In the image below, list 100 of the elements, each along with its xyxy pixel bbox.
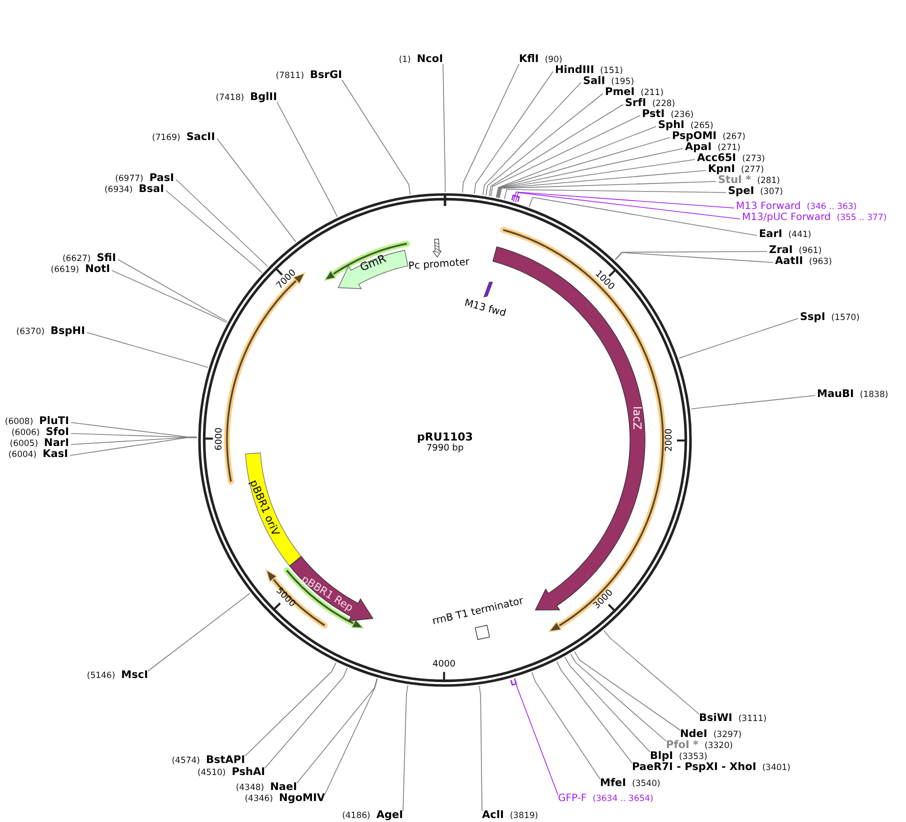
site-position: (7169) <box>152 132 180 144</box>
site-position: (6004) <box>8 449 37 461</box>
enzyme-site-label: SfiI <box>96 252 116 264</box>
enzyme-site-label: MscI <box>121 669 148 681</box>
leader-line <box>690 395 816 410</box>
leader-line <box>528 196 758 236</box>
site-position: (307) <box>760 186 783 198</box>
scale-number: 2000 <box>665 428 674 452</box>
leader-line <box>497 159 696 198</box>
enzyme-site-label: KasI <box>42 448 68 460</box>
leader-line <box>176 179 268 268</box>
leader-line <box>574 651 680 730</box>
enzyme-site-label: SalI <box>583 75 606 87</box>
primer-position: (355 .. 377) <box>836 212 887 224</box>
leader-line <box>216 138 296 242</box>
site-position: (211) <box>640 87 664 98</box>
enzyme-site-label: PmeI <box>605 86 635 98</box>
leader-line <box>498 181 716 198</box>
site-position: (7418) <box>216 92 244 104</box>
site-position: (3540) <box>632 778 660 790</box>
site-position: (6008) <box>4 416 34 428</box>
enzyme-site-label: NgoMIV <box>279 792 325 804</box>
enzyme-site-label: NcoI <box>416 53 443 65</box>
site-position: (4346) <box>244 793 273 805</box>
leader-line <box>603 630 700 714</box>
leader-line <box>462 64 520 194</box>
leader-line <box>442 64 446 192</box>
site-position: (4348) <box>236 782 264 794</box>
leader-line <box>342 80 411 195</box>
promoter-label: Pc promoter <box>408 258 470 272</box>
leader-line <box>70 422 198 438</box>
leader-line <box>512 192 734 208</box>
leader-line <box>166 190 262 274</box>
site-position: (6934) <box>104 184 133 196</box>
primer-label: M13/pUC Forward <box>742 212 831 224</box>
enzyme-site-label: BspHI <box>50 325 85 337</box>
enzyme-site-label: PluTI <box>39 415 69 427</box>
enzyme-site-label: BsaI <box>138 183 164 195</box>
leader-line <box>474 71 554 194</box>
site-position: (3297) <box>713 729 742 741</box>
leader-line <box>570 653 666 742</box>
leader-line <box>486 93 604 196</box>
enzyme-site-label: SrfI <box>625 97 646 109</box>
enzyme-site-label: PshAI <box>232 766 265 778</box>
site-position: (3320) <box>704 740 733 752</box>
primer-position: (3634 .. 3654) <box>592 793 654 805</box>
leader-line <box>496 137 670 198</box>
site-position: (4186) <box>342 810 370 822</box>
enzyme-site-label: PspOMI <box>672 130 717 142</box>
enzyme-site-label: SacII <box>186 131 215 143</box>
enzyme-site-label: BsiWI <box>699 712 732 724</box>
scale-number: 6000 <box>215 427 225 450</box>
leader-line <box>70 437 198 445</box>
leader-line <box>496 126 656 198</box>
enzyme-site-label: BglII <box>250 91 277 103</box>
leader-line <box>678 318 798 359</box>
enzyme-site-label: PaeR7I - PspXI - XhoI <box>632 761 756 773</box>
site-position: (6977) <box>115 173 144 184</box>
enzyme-site-label: NaeI <box>270 781 297 793</box>
enzyme-site-label: KflI <box>519 53 539 65</box>
site-position: (6006) <box>11 427 40 439</box>
enzyme-site-label: StuI * <box>718 174 752 186</box>
lacz-feature-label: lacZ <box>632 406 642 430</box>
enzyme-site-label: SfoI <box>46 426 69 438</box>
leader-line <box>478 685 482 812</box>
enzyme-site-label: BsrGI <box>310 69 342 81</box>
plasmid-name: pRU1103 <box>417 432 473 442</box>
leader-line <box>564 656 650 752</box>
leader-line <box>296 678 378 784</box>
site-position: (1838) <box>860 389 888 401</box>
site-position: (228) <box>652 98 676 109</box>
enzyme-site-label: AclI <box>482 809 504 821</box>
enzyme-site-label: SphI <box>658 119 684 131</box>
leader-line <box>556 661 632 764</box>
plasmid-size: 7990 bp <box>426 444 464 454</box>
site-position: (195) <box>611 76 634 87</box>
enzyme-site-label: EarI <box>759 228 782 240</box>
site-position: (265) <box>690 120 714 131</box>
enzyme-site-label: BstAPI <box>206 754 245 766</box>
primer-position: (346 .. 363) <box>806 201 857 212</box>
site-position: (6627) <box>62 253 91 264</box>
site-position: (963) <box>809 256 832 268</box>
site-position: (6370) <box>16 326 45 338</box>
site-position: (151) <box>600 65 623 76</box>
primer-label: GFP-F <box>558 793 587 805</box>
site-position: (441) <box>788 229 812 241</box>
enzyme-site-label: SpeI <box>728 185 754 197</box>
gmr-feature-label: GmR <box>358 252 388 274</box>
leader-line <box>531 672 600 780</box>
enzyme-site-label: NarI <box>44 437 69 449</box>
site-position: (273) <box>742 153 765 165</box>
enzyme-site-label: AatII <box>775 255 804 267</box>
leader-line <box>482 82 582 196</box>
leader-line <box>402 684 408 812</box>
site-position: (1) <box>398 54 411 66</box>
enzyme-site-label: PstI <box>642 108 665 120</box>
enzyme-site-label: BlpI <box>650 750 674 762</box>
enzyme-site-label: ZraI <box>769 244 793 256</box>
site-position: (236) <box>670 109 694 120</box>
site-position: (90) <box>544 54 562 65</box>
